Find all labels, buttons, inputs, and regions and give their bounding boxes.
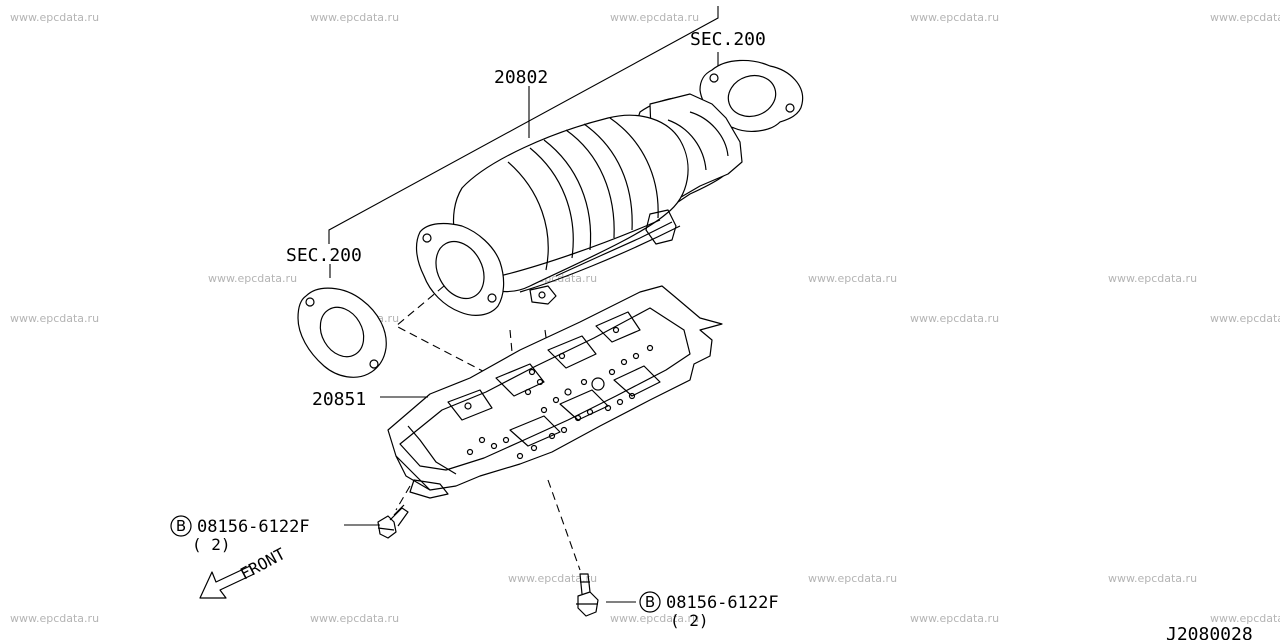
labels: SEC.200 20802 SEC.200 20851 B 08156-6122… — [170, 29, 779, 630]
watermark: www.epcdata.ru — [208, 272, 297, 285]
bolt-symbol-circle-right — [639, 591, 661, 613]
watermark: www.epcdata.ru — [1108, 572, 1197, 585]
watermark: www.epcdata.ru — [1210, 312, 1280, 325]
watermark: www.epcdata.ru — [10, 11, 99, 24]
watermark: www.epcdata.ru — [1108, 272, 1197, 285]
watermark: www.epcdata.ru — [610, 612, 699, 625]
bolt-qty-right: ( 2) — [670, 611, 709, 630]
watermark: www.epcdata.ru — [10, 312, 99, 325]
bolt-left[interactable] — [377, 504, 409, 539]
watermark: www.epcdata.ru — [310, 612, 399, 625]
watermark: www.epcdata.ru — [808, 272, 897, 285]
watermark: www.epcdata.ru — [610, 11, 699, 24]
converter-bracket-line — [328, 6, 719, 244]
watermark: www.epcdata.ru — [808, 572, 897, 585]
diagram-code: J2080028 — [1166, 624, 1253, 640]
bolt-symbol-circle-left — [170, 515, 192, 537]
bolt-right[interactable] — [576, 573, 599, 617]
watermark: www.epcdata.ru — [1210, 612, 1280, 625]
part-number-converter[interactable]: 20802 — [494, 67, 548, 88]
catalytic-converter[interactable] — [415, 93, 743, 316]
bolt-qty-left: ( 2) — [192, 535, 231, 554]
watermark: www.epcdata.ru — [310, 11, 399, 24]
watermark: www.epcdata.ru — [910, 11, 999, 24]
watermark: www.epcdata.ru — [910, 312, 999, 325]
watermark: www.epcdata.ru — [1210, 11, 1280, 24]
front-arrow-icon — [199, 565, 255, 599]
bolt-code-left[interactable]: 08156-6122F — [197, 517, 310, 537]
part-number-insulator[interactable]: 20851 — [312, 389, 366, 410]
watermark: www.epcdata.ru — [910, 612, 999, 625]
gasket-top-right[interactable] — [699, 59, 804, 132]
bolt-code-right[interactable]: 08156-6122F — [666, 593, 779, 613]
gasket-left[interactable] — [297, 287, 387, 378]
watermark: www.epcdata.ru — [10, 612, 99, 625]
bolt-symbol-left: B — [176, 517, 186, 535]
front-label: FRONT — [237, 544, 289, 584]
section-ref-left[interactable]: SEC.200 — [286, 245, 362, 266]
watermark: www.epcdata.ru — [508, 572, 597, 585]
section-ref-top[interactable]: SEC.200 — [690, 29, 766, 50]
leader-lines — [329, 52, 719, 603]
bolt-symbol-right: B — [645, 593, 655, 611]
insulator-holes — [464, 326, 654, 460]
heat-insulator[interactable] — [387, 285, 723, 499]
